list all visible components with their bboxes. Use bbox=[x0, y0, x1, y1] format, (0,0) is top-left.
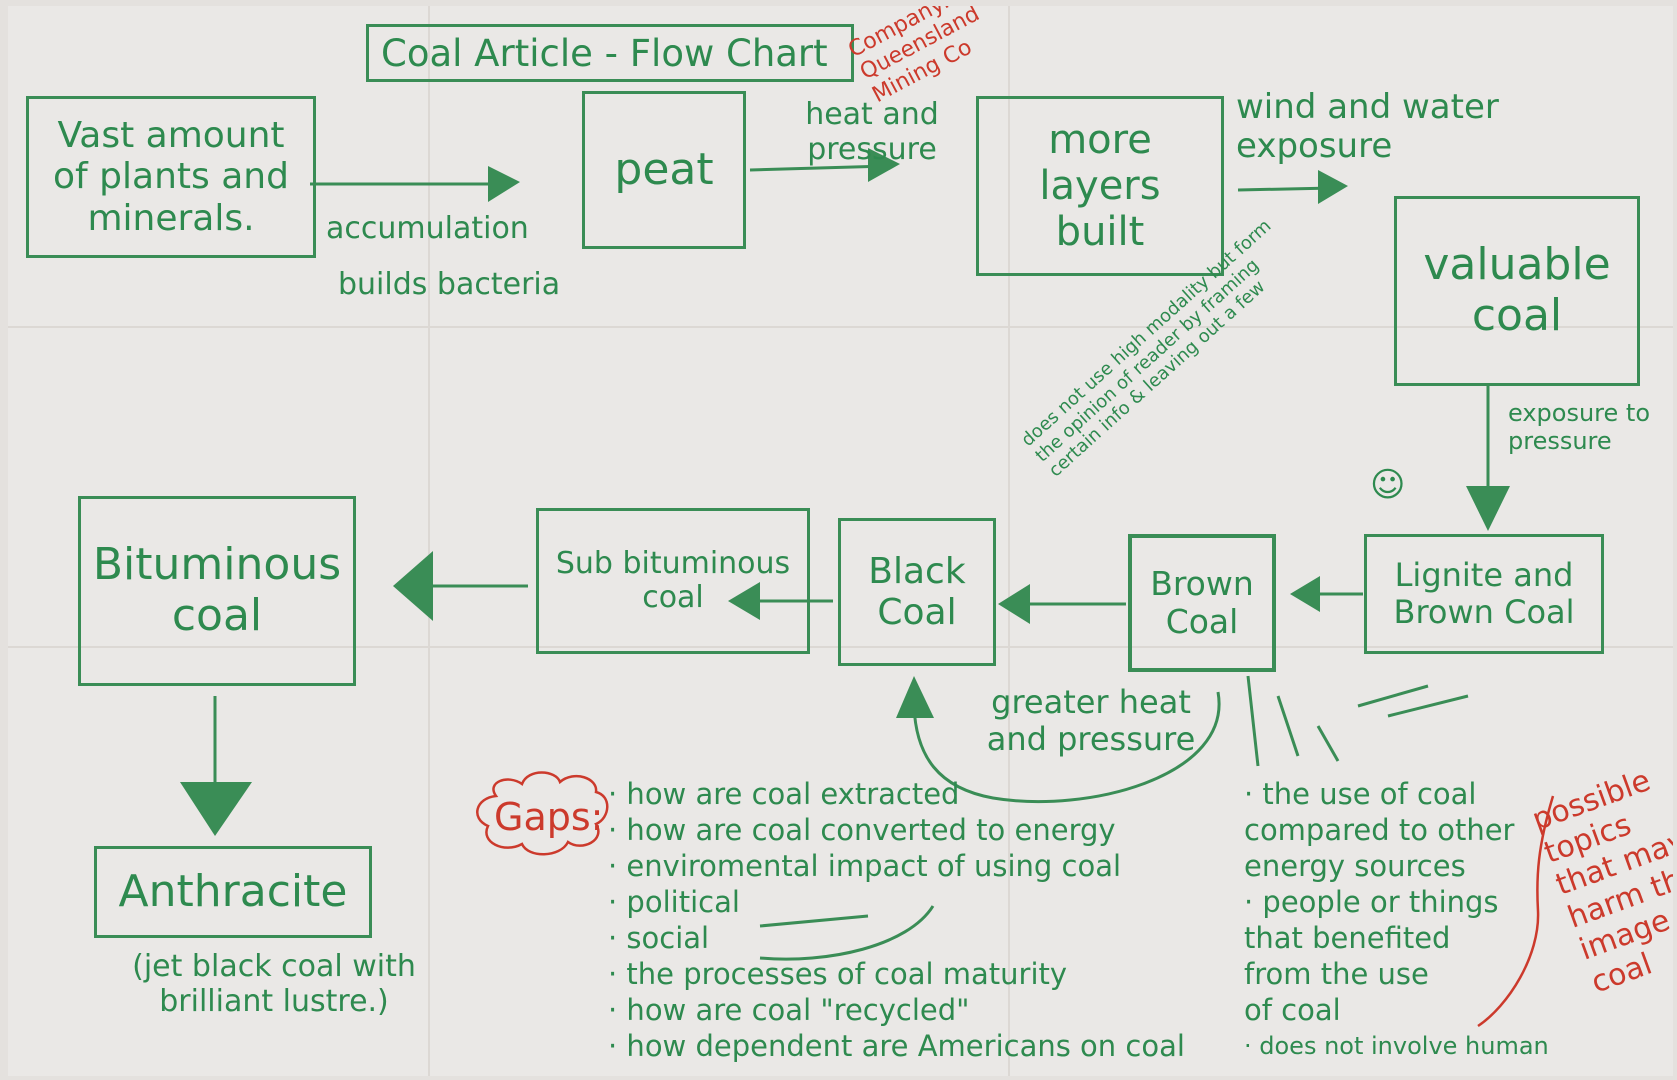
list-item: · political bbox=[608, 885, 740, 919]
list-item: · how dependent are Americans on coal bbox=[608, 1029, 1185, 1063]
list-item: · people or things bbox=[1244, 885, 1499, 919]
flow-node-bituminous: Bituminous coal bbox=[78, 496, 356, 686]
edge-label-greater-heat: greater heat and pressure bbox=[986, 683, 1196, 758]
list-item: · does not involve human bbox=[1244, 1032, 1549, 1060]
smiley-icon: ☺ bbox=[1370, 465, 1406, 505]
flow-node-peat: peat bbox=[582, 91, 746, 249]
flow-node-sub-bituminous: Sub bituminous coal bbox=[536, 508, 810, 654]
list-item: · how are coal "recycled" bbox=[608, 993, 970, 1027]
fold-line bbox=[428, 6, 430, 1076]
list-item: · how are coal converted to energy bbox=[608, 813, 1116, 847]
flow-node-lignite: Lignite and Brown Coal bbox=[1364, 534, 1604, 654]
list-item: · enviromental impact of using coal bbox=[608, 849, 1122, 883]
connector-lines bbox=[180, 148, 1555, 1028]
list-item: compared to other bbox=[1244, 813, 1515, 847]
flow-node-brown-coal: Brown Coal bbox=[1128, 534, 1276, 672]
list-item: · the use of coal bbox=[1244, 777, 1477, 811]
fold-line bbox=[1008, 6, 1010, 1076]
anthracite-description: (jet black coal with brilliant lustre.) bbox=[132, 949, 416, 1019]
list-item: energy sources bbox=[1244, 849, 1466, 883]
title-box: Coal Article - Flow Chart bbox=[366, 24, 854, 82]
gaps-left-list: · how are coal extracted · how are coal … bbox=[608, 776, 1185, 1064]
gaps-right-list: · the use of coal compared to other ener… bbox=[1244, 776, 1549, 1064]
flow-node-black-coal: Black Coal bbox=[838, 518, 996, 666]
poster: Coal Article - Flow Chart Company: Queen… bbox=[8, 6, 1673, 1076]
edge-label-accumulation: accumulation bbox=[326, 211, 529, 246]
page-title: Coal Article - Flow Chart bbox=[381, 32, 828, 75]
edge-label-wind-water: wind and water exposure bbox=[1236, 87, 1499, 167]
flow-node-anthracite: Anthracite bbox=[94, 846, 372, 938]
edge-label-heat-pressure: heat and pressure bbox=[805, 97, 939, 167]
edge-label-exposure: exposure to pressure bbox=[1508, 399, 1651, 455]
list-item: · social bbox=[608, 921, 710, 955]
list-item: from the use bbox=[1244, 957, 1429, 991]
list-item: of coal bbox=[1244, 993, 1341, 1027]
list-item: · how are coal extracted bbox=[608, 777, 960, 811]
flow-node-plants: Vast amount of plants and minerals. bbox=[26, 96, 316, 258]
gaps-label: Gaps: bbox=[494, 795, 604, 839]
edge-label-bacteria: builds bacteria bbox=[338, 267, 561, 302]
list-item: that benefited bbox=[1244, 921, 1451, 955]
flow-node-valuable-coal: valuable coal bbox=[1394, 196, 1640, 386]
fold-line bbox=[8, 326, 1673, 328]
list-item: · the processes of coal maturity bbox=[608, 957, 1068, 991]
flow-node-more-layers: more layers built bbox=[976, 96, 1224, 276]
